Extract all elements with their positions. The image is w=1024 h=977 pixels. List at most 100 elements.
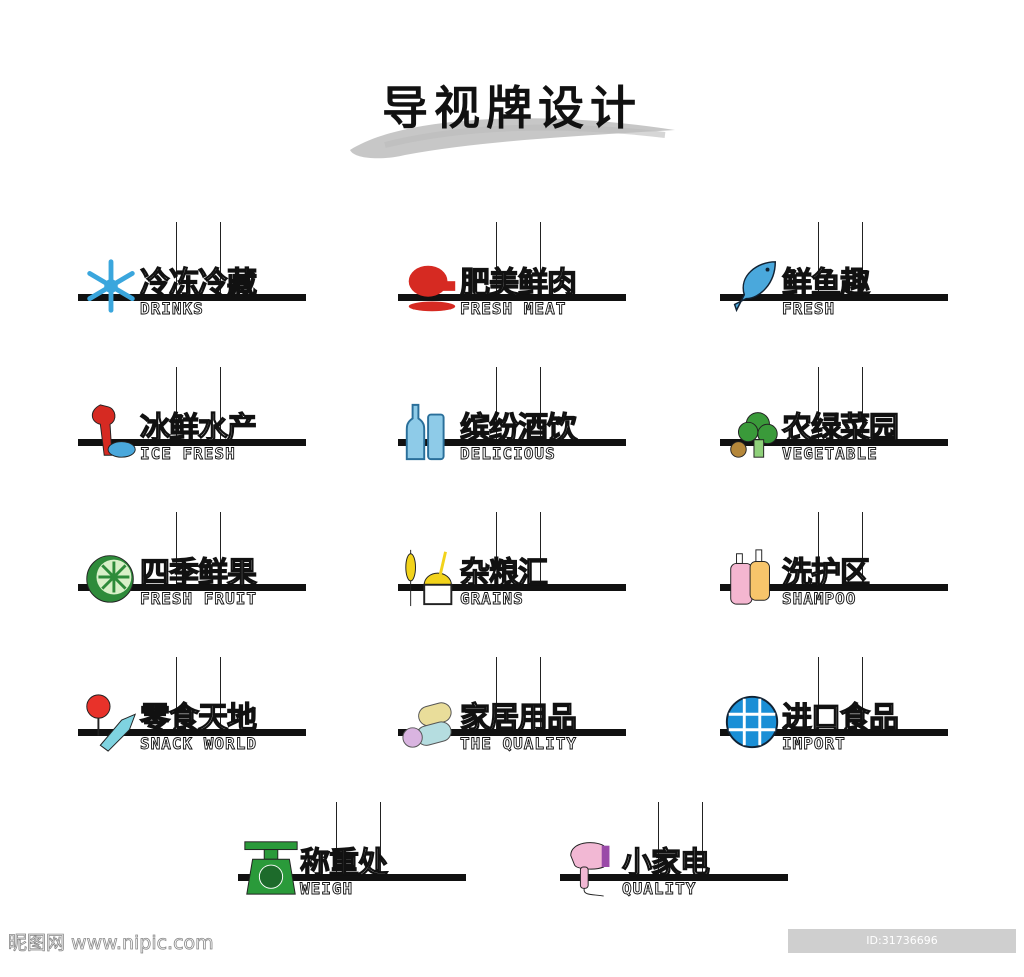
hanging-sign: 冷冻冷藏 DRINKS [78, 222, 306, 342]
hanging-sign: 洗护区 SHAMPOO [720, 512, 948, 632]
sign-bar [720, 294, 948, 301]
hanger-wire [862, 222, 863, 298]
sign-english-label: QUALITY [622, 879, 697, 899]
sign-chinese-label: 家居用品 [459, 700, 577, 736]
hanger-wire [818, 222, 819, 298]
sign-chinese-label: 洗护区 [781, 555, 870, 591]
sign-english-label: IMPORT [782, 734, 846, 754]
hanger-wire [176, 657, 177, 733]
hanger-wire [220, 657, 221, 733]
sign-english-label: ICE FRESH [140, 444, 236, 464]
hanger-wire [818, 657, 819, 733]
hanger-wire [540, 657, 541, 733]
sign-english-label: GRAINS [460, 589, 524, 609]
hanging-sign: 杂粮汇 GRAINS [398, 512, 626, 632]
sign-bar [398, 584, 626, 591]
hanger-wire [862, 657, 863, 733]
hanging-sign: 称重处 WEIGH [238, 802, 466, 922]
sign-bar [560, 874, 788, 881]
shampoo-bottles-icon [730, 549, 770, 605]
sign-english-label: DRINKS [140, 299, 204, 319]
wheat-rice-icon [405, 549, 453, 607]
lobster-fish-icon [91, 404, 136, 458]
hanger-wire [220, 512, 221, 588]
hairdryer-icon [570, 842, 610, 897]
sign-chinese-label: 零食天地 [139, 700, 257, 736]
hanger-wire [176, 512, 177, 588]
hanger-wire [540, 367, 541, 443]
watermark-id: ID:31736696 NO:20220703161721110108 [788, 929, 1016, 971]
hanging-sign: 零食天地 SNACK WORLD [78, 657, 306, 777]
brush-stroke-decoration [350, 118, 675, 159]
sign-english-label: VEGETABLE [782, 444, 878, 464]
hanger-wire [496, 222, 497, 298]
hanger-wire [702, 802, 703, 878]
hanging-sign: 家居用品 THE QUALITY [398, 657, 626, 777]
sign-bar [78, 294, 306, 301]
hanger-wire [818, 367, 819, 443]
sign-english-label: FRESH [782, 299, 836, 319]
hanger-wire [658, 802, 659, 878]
lime-icon [86, 555, 134, 603]
sign-chinese-label: 称重处 [299, 845, 388, 881]
sign-chinese-label: 进口食品 [781, 700, 899, 736]
hanging-sign: 进口食品 IMPORT [720, 657, 948, 777]
hanger-wire [496, 512, 497, 588]
sign-bar [720, 729, 948, 736]
sign-bar [398, 439, 626, 446]
sign-chinese-label: 杂粮汇 [459, 555, 548, 591]
snowflake-icon [87, 259, 135, 313]
sign-english-label: SHAMPOO [782, 589, 857, 609]
sign-english-label: THE QUALITY [460, 734, 577, 754]
hanging-sign: 小家电 QUALITY [560, 802, 788, 922]
sign-bar [398, 729, 626, 736]
hanger-wire [496, 367, 497, 443]
hanging-sign: 四季鲜果 FRESH FRUIT [78, 512, 306, 632]
watermark-logo: 昵图网 www.nipic.com [8, 932, 214, 955]
sign-chinese-label: 鲜鱼趣 [781, 265, 870, 301]
hanging-sign: 鲜鱼趣 FRESH [720, 222, 948, 342]
broccoli-icon [730, 412, 778, 458]
sign-bar [720, 439, 948, 446]
sign-english-label: SNACK WORLD [140, 734, 257, 754]
sign-bar [78, 729, 306, 736]
hanging-sign: 肥美鲜肉 FRESH MEAT [398, 222, 626, 342]
hanger-wire [336, 802, 337, 878]
hanging-sign: 缤纷酒饮 DELICIOUS [398, 367, 626, 487]
towels-icon [402, 702, 452, 748]
scale-icon [244, 841, 298, 895]
sign-english-label: FRESH FRUIT [140, 589, 257, 609]
meat-icon [408, 265, 456, 312]
hanger-wire [380, 802, 381, 878]
sign-bar [720, 584, 948, 591]
hanger-wire [496, 657, 497, 733]
hanger-wire [540, 222, 541, 298]
sign-english-label: FRESH MEAT [460, 299, 567, 319]
hanger-wire [818, 512, 819, 588]
hanger-wire [540, 512, 541, 588]
hanger-wire [862, 367, 863, 443]
hanger-wire [176, 367, 177, 443]
hanger-wire [176, 222, 177, 298]
sign-english-label: WEIGH [300, 879, 354, 899]
candy-icon [86, 694, 137, 752]
sign-chinese-label: 小家电 [621, 845, 710, 881]
sign-bar [398, 294, 626, 301]
fish-icon [733, 261, 777, 313]
sign-chinese-label: 冰鲜水产 [139, 410, 257, 446]
bottle-glass-icon [405, 403, 445, 461]
sign-chinese-label: 肥美鲜肉 [459, 265, 577, 301]
hanger-wire [220, 222, 221, 298]
globe-icon [725, 695, 779, 749]
sign-bar [78, 584, 306, 591]
hanger-wire [220, 367, 221, 443]
sign-chinese-label: 四季鲜果 [139, 555, 257, 591]
hanger-wire [862, 512, 863, 588]
sign-chinese-label: 缤纷酒饮 [459, 410, 577, 446]
sign-bar [238, 874, 466, 881]
sign-english-label: DELICIOUS [460, 444, 556, 464]
sign-chinese-label: 农绿菜园 [781, 410, 899, 446]
sign-chinese-label: 冷冻冷藏 [139, 265, 257, 301]
hanging-sign: 冰鲜水产 ICE FRESH [78, 367, 306, 487]
sign-bar [78, 439, 306, 446]
